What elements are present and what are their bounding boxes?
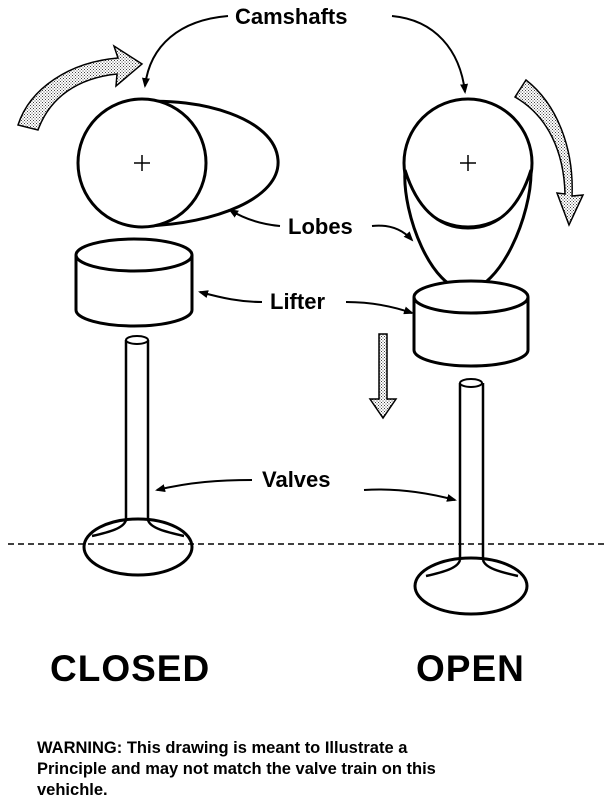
valves-leader-right xyxy=(363,488,457,502)
camshafts-leader-left xyxy=(142,15,229,88)
right-cam-lobe xyxy=(403,169,533,292)
closed-label: CLOSED xyxy=(50,648,210,689)
right-valve xyxy=(413,378,529,616)
warning-note: WARNING: This drawing is meant to Illust… xyxy=(37,738,577,801)
warning-line-1: WARNING: This drawing is meant to Illust… xyxy=(37,739,408,757)
valves-label: Valves xyxy=(262,467,331,492)
warning-line-3: vehichle. xyxy=(37,781,108,799)
right-camshaft xyxy=(402,97,534,292)
lobes-leader-right xyxy=(371,224,414,242)
lifter-label: Lifter xyxy=(270,289,325,314)
valves-leader-left xyxy=(155,479,253,493)
lifter-motion-arrow-icon xyxy=(368,333,398,420)
right-lifter xyxy=(412,279,530,368)
lobes-leader-left xyxy=(228,208,281,227)
lifter-leader-left xyxy=(198,290,263,303)
left-camshaft xyxy=(76,97,280,229)
camshafts-label: Camshafts xyxy=(235,4,347,29)
open-label: OPEN xyxy=(416,648,525,689)
warning-line-2: Principle and may not match the valve tr… xyxy=(37,760,436,778)
left-lifter xyxy=(74,237,194,328)
lifter-leader-right xyxy=(345,301,414,315)
left-cam-lobe xyxy=(137,99,280,228)
camshafts-leader-right xyxy=(391,15,469,94)
rotation-arrow-left-icon xyxy=(17,44,144,131)
rotation-arrow-right-icon xyxy=(513,78,585,227)
lobes-label: Lobes xyxy=(288,214,353,239)
left-valve xyxy=(82,335,194,577)
